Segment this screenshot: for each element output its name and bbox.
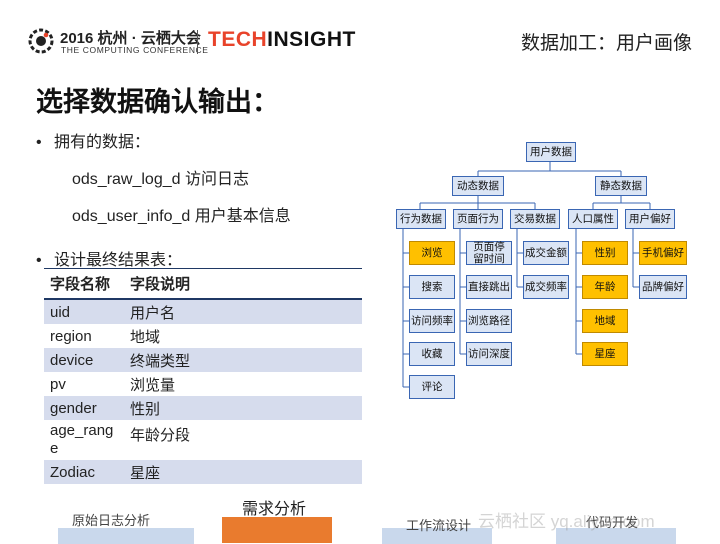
field-name-cell: Zodiac (44, 460, 124, 484)
process-step-bar (58, 528, 194, 544)
tree-leaf-region: 地域 (582, 309, 628, 333)
page-title: 选择数据确认输出： (36, 87, 279, 117)
tree-leaf-comment: 评论 (409, 375, 455, 399)
tree-leaf-age: 年龄 (582, 275, 628, 299)
tree-leaf-browse-path: 浏览路径 (466, 309, 512, 333)
field-desc-cell: 终端类型 (124, 348, 362, 372)
tree-node-root: 用户数据 (526, 142, 576, 162)
field-desc-cell: 地域 (130, 328, 161, 346)
tree-node-dynamic: 动态数据 (452, 176, 504, 196)
tree-leaf-page-stay-time: 页面停留时间 (466, 241, 512, 265)
tree-leaf-zodiac: 星座 (582, 342, 628, 366)
process-step-workflow-design: 工作流设计 (406, 518, 472, 533)
process-step-log-analysis: 原始日志分析 (72, 513, 151, 528)
brand-logo: TECHINSIGHT (208, 28, 356, 52)
tree-leaf-browse: 浏览 (409, 241, 455, 265)
table-row: region 地域 (44, 324, 362, 348)
field-desc-cell: 性别 (124, 396, 362, 420)
field-desc-cell: 用户名 (124, 299, 362, 324)
bullet-result-table: • 设计最终结果表： (36, 246, 182, 270)
tree-leaf-bounce: 直接跳出 (466, 275, 512, 299)
tree-leaf-search: 搜索 (409, 275, 455, 299)
section-title: 数据加工：用户画像 (520, 33, 692, 54)
data-source-userinfo: ods_user_info_d 用户基本信息 (72, 208, 291, 225)
tree-leaf-phone-preference: 手机偏好 (639, 241, 687, 265)
bullet-dot: • (36, 134, 42, 151)
tree-node-static: 静态数据 (595, 176, 647, 196)
field-name-cell: device (44, 348, 124, 372)
tree-node-demographic: 人口属性 (568, 209, 618, 229)
field-name-cell: gender (44, 396, 124, 420)
tree-node-trade: 交易数据 (510, 209, 560, 229)
watermark: 云栖社区 yq.aliyun.com (478, 512, 655, 531)
conference-logo-icon (28, 28, 54, 54)
tree-leaf-gender: 性别 (582, 241, 628, 265)
field-name-cell: uid (44, 299, 124, 324)
process-step-requirement-analysis: 需求分析 (242, 501, 307, 518)
column-header-field-desc: 字段说明 (124, 268, 362, 300)
field-name-cell: pv (50, 375, 66, 393)
tree-leaf-brand-preference: 品牌偏好 (639, 275, 687, 299)
field-desc-cell: 星座 (124, 460, 362, 484)
brand-part-tech: TECH (208, 28, 268, 51)
table-header-row: 字段名称 字段说明 (44, 268, 362, 300)
column-header-field-name: 字段名称 (44, 268, 124, 300)
tree-leaf-trade-frequency: 成交频率 (523, 275, 569, 299)
header-divider (197, 30, 198, 54)
bullet-dot: • (36, 252, 42, 269)
process-step-bar-active (222, 517, 332, 543)
table-row: age_range 年龄分段 (44, 420, 362, 460)
bullet-owned-data: • 拥有的数据： (36, 128, 150, 152)
brand-part-insight: INSIGHT (267, 28, 356, 51)
field-desc-cell: 年龄分段 (130, 427, 191, 444)
field-name-cell: age_range (50, 422, 114, 457)
bullet-text: 拥有的数据： (54, 134, 151, 151)
tree-leaf-favorite: 收藏 (409, 342, 455, 366)
bullet-text: 设计最终结果表： (54, 252, 183, 269)
conference-subtitle: THE COMPUTING CONFERENCE (61, 45, 209, 55)
tree-leaf-trade-amount: 成交金额 (523, 241, 569, 265)
tree-node-page-behavior: 页面行为 (453, 209, 503, 229)
tree-node-behavior: 行为数据 (396, 209, 446, 229)
table-row: pv 浏览量 (44, 372, 362, 396)
tree-leaf-visit-frequency: 访问频率 (409, 309, 455, 333)
conference-name: 2016 杭州 · 云栖大会 (60, 30, 201, 47)
process-step-code-development: 代码开发 (586, 515, 639, 530)
field-desc-cell: 浏览量 (130, 376, 176, 394)
tree-node-preference: 用户偏好 (625, 209, 675, 229)
data-source-log: ods_raw_log_d 访问日志 (72, 171, 249, 188)
tree-leaf-visit-depth: 访问深度 (466, 342, 512, 366)
field-name-cell: region (50, 327, 92, 345)
